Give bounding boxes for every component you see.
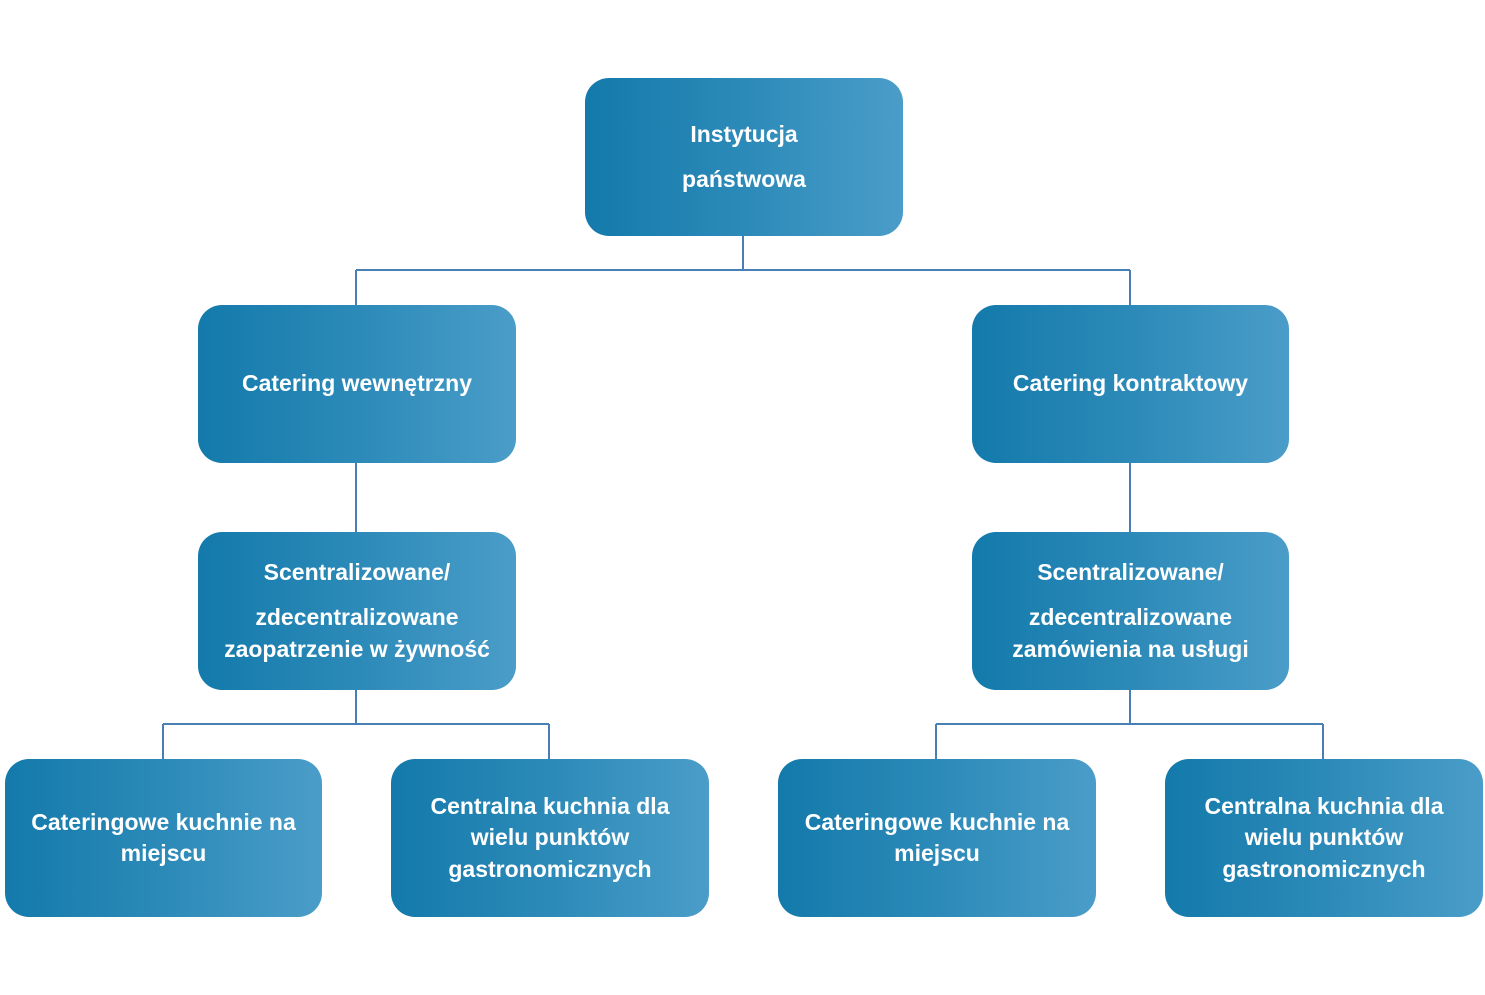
node-right-central-line3: gastronomicznych — [1222, 855, 1426, 882]
node-right-orders-line1: Scentralizowane/ — [1037, 559, 1224, 586]
node-left-central-line2: wielu punktów — [470, 824, 630, 851]
node-catering-contract-label: Catering kontraktowy — [1012, 370, 1249, 397]
node-root-line1: Instytucja — [690, 120, 798, 147]
node-left-supply: Scentralizowane/ zdecentralizowane zaopa… — [198, 532, 516, 690]
node-right-onsite-line2: miejscu — [894, 840, 980, 866]
node-left-onsite-line1: Cateringowe kuchnie na — [31, 808, 296, 835]
node-right-orders-line2: zdecentralizowane — [1028, 604, 1233, 631]
node-left-supply-line2: zdecentralizowane — [255, 604, 459, 631]
node-left-central-kitchen: Centralna kuchnia dla wielu punktów gast… — [391, 759, 709, 917]
node-catering-contract: Catering kontraktowy — [972, 305, 1289, 463]
node-left-central-line1: Centralna kuchnia dla — [430, 793, 670, 820]
node-right-orders-line3: zamówienia na usługi — [1012, 635, 1249, 662]
node-right-onsite-kitchens: Cateringowe kuchnie na miejscu — [778, 759, 1096, 917]
node-left-supply-line1: Scentralizowane/ — [263, 559, 451, 586]
node-left-onsite-line2: miejscu — [120, 840, 207, 866]
node-catering-internal-label: Catering wewnętrzny — [241, 370, 473, 397]
node-left-supply-line3: zaopatrzenie w żywność — [224, 635, 490, 662]
node-right-orders: Scentralizowane/ zdecentralizowane zamów… — [972, 532, 1289, 690]
node-right-central-line2: wielu punktów — [1244, 824, 1404, 851]
node-left-central-line3: gastronomicznych — [448, 855, 652, 882]
node-right-central-line1: Centralna kuchnia dla — [1204, 793, 1444, 820]
node-catering-internal: Catering wewnętrzny — [198, 305, 516, 463]
node-root-line2: państwowa — [682, 166, 806, 192]
node-right-onsite-line1: Cateringowe kuchnie na — [804, 808, 1070, 835]
node-right-central-kitchen: Centralna kuchnia dla wielu punktów gast… — [1165, 759, 1483, 917]
node-left-onsite-kitchens: Cateringowe kuchnie na miejscu — [5, 759, 322, 917]
node-root: Instytucja państwowa — [585, 78, 903, 236]
